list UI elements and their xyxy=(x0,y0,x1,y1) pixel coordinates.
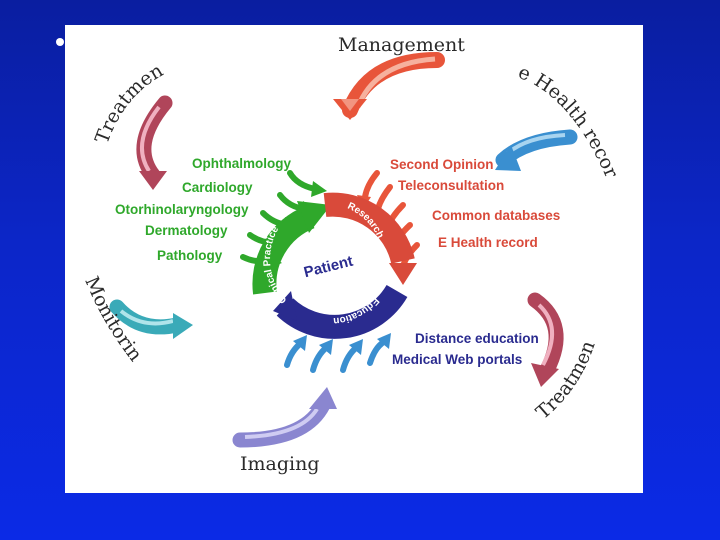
clinical-item: Dermatology xyxy=(145,223,228,238)
blue-arrowheads xyxy=(293,333,391,355)
research-item: Second Opinion xyxy=(390,157,494,172)
ehealth-arrow xyxy=(495,129,578,171)
clinical-item: Pathology xyxy=(157,248,223,263)
patient-care-diagram: Management e Health record Treatment Mon… xyxy=(65,25,623,475)
research-item: Common databases xyxy=(432,208,560,223)
center-cycle xyxy=(252,192,417,339)
research-item: Teleconsultation xyxy=(398,178,504,193)
imaging-arrow xyxy=(232,387,337,448)
clinical-item: Ophthalmology xyxy=(192,156,291,171)
education-item: Medical Web portals xyxy=(392,352,522,367)
treatment-bottom-arrow xyxy=(527,292,564,387)
label-imaging: Imaging xyxy=(240,453,320,475)
clinical-item: Otorhinolaryngology xyxy=(115,202,249,217)
diagram-panel: Management e Health record Treatment Mon… xyxy=(65,25,643,493)
management-arrow xyxy=(333,52,445,120)
bullet-point xyxy=(56,38,64,46)
center-label-patient: Patient xyxy=(302,253,355,282)
label-management: Management xyxy=(338,34,465,56)
monitoring-arrow xyxy=(109,299,193,339)
clinical-item: Cardiology xyxy=(182,180,253,195)
research-item: E Health record xyxy=(438,235,538,250)
education-item: Distance education xyxy=(415,331,539,346)
treatment-top-arrow xyxy=(136,95,173,190)
